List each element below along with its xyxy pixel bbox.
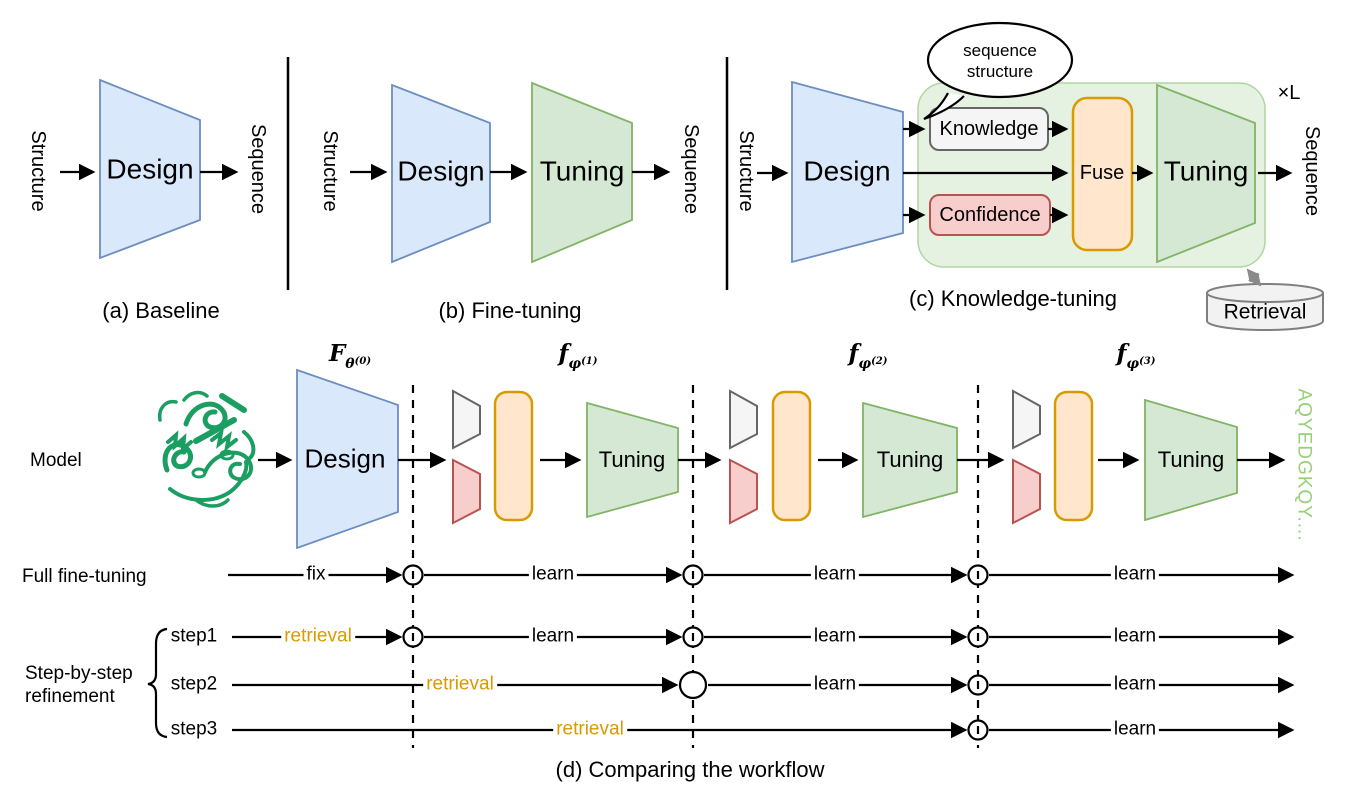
design-block-label-a: Design <box>106 153 194 185</box>
caption-c: (c) Knowledge-tuning <box>909 285 1117 311</box>
tuning-block-label-d1: Tuning <box>598 446 666 472</box>
param-sup: (0) <box>354 356 372 367</box>
param-base: f <box>558 340 569 367</box>
segment-label-learn: learn <box>810 626 860 648</box>
param-sup: (2) <box>871 356 888 367</box>
design-block-b <box>391 83 491 264</box>
knowledge-mini-block-3 <box>1012 389 1041 450</box>
segment-label-retrieval: retrieval <box>281 626 355 648</box>
design-block-label-c: Design <box>803 155 891 187</box>
confidence-box-label: Confidence <box>939 204 1041 226</box>
caption-a: (a) Baseline <box>102 297 220 323</box>
param-sub: φ <box>1126 356 1140 372</box>
repeat-count-label: ×L <box>1277 82 1301 104</box>
confidence-mini-block-3 <box>1012 458 1041 525</box>
param-label-1: fφ(1) <box>559 340 598 372</box>
param-label-2: fφ(2) <box>849 340 888 372</box>
param-label-3: fφ(3) <box>1117 340 1156 372</box>
full-finetuning-row-label: Full fine-tuning <box>22 566 147 587</box>
speech-bubble-text: sequence structure <box>963 40 1037 82</box>
tuning-block-d1 <box>586 401 679 519</box>
segment-label-learn: learn <box>1110 674 1160 696</box>
fuse-mini-block-1 <box>493 390 534 522</box>
tuning-block-label-b: Tuning <box>539 155 625 187</box>
retrieval-database-icon <box>1206 293 1324 331</box>
sequence-label-b: Sequence <box>680 123 702 215</box>
speech-bubble-line1: sequence <box>963 41 1037 60</box>
param-sup: (1) <box>581 356 598 367</box>
model-row-label: Model <box>30 450 82 471</box>
design-block-a <box>99 78 201 260</box>
knowledge-mini-block-2 <box>729 389 758 450</box>
design-block-label-b: Design <box>397 155 485 187</box>
tuning-block-label-d2: Tuning <box>876 446 944 472</box>
protein-structure-image <box>157 390 256 508</box>
step-group-label-line1: Step-by-step <box>25 663 133 684</box>
param-base: f <box>848 340 859 367</box>
design-block-c <box>791 80 904 264</box>
knowledge-mini-block-1 <box>452 389 481 450</box>
param-base: f <box>1116 340 1127 367</box>
param-sub: φ <box>568 356 582 372</box>
tuning-block-b <box>531 81 633 264</box>
step1-row-label: step1 <box>167 626 221 648</box>
segment-label-learn: learn <box>810 674 860 696</box>
tuning-block-label-c: Tuning <box>1163 155 1249 187</box>
segment-label-fix: fix <box>303 564 329 586</box>
checkpoint-ticks <box>411 571 980 734</box>
retrieval-link-arrow <box>1246 268 1262 287</box>
confidence-mini-block-1 <box>452 458 481 525</box>
checkpoint-circles <box>402 564 989 741</box>
retrieval-database-top <box>1206 283 1324 303</box>
fuse-mini-block-2 <box>771 390 812 522</box>
fuse-mini-block-3 <box>1053 390 1094 522</box>
sequence-label-c: Sequence <box>1301 125 1323 217</box>
sequence-label-a: Sequence <box>247 123 269 215</box>
segment-label-learn: learn <box>528 626 578 648</box>
step-group-brace <box>147 627 168 739</box>
speech-bubble <box>926 21 1074 99</box>
segment-label-learn: learn <box>1110 626 1160 648</box>
structure-label-b: Structure <box>319 130 341 212</box>
param-sub: φ <box>858 356 872 372</box>
speech-bubble-line2: structure <box>966 62 1034 81</box>
step2-row-label: step2 <box>167 674 221 696</box>
segment-label-learn: learn <box>1110 564 1160 586</box>
speech-bubble-tail <box>923 92 965 121</box>
confidence-mini-block-2 <box>729 458 758 525</box>
param-label-0: Fθ(0) <box>329 340 371 372</box>
param-base: F <box>328 340 346 367</box>
design-block-d <box>296 368 399 550</box>
output-sequence-text: AQYEDGKQY.... <box>1293 388 1315 542</box>
segment-label-learn: learn <box>810 564 860 586</box>
step-group-label: Step-by-step refinement <box>25 662 133 708</box>
param-sup: (3) <box>1139 356 1156 367</box>
tuning-block-label-d3: Tuning <box>1157 446 1225 472</box>
tuning-block-d3 <box>1144 398 1238 522</box>
structure-label-c: Structure <box>735 130 757 212</box>
design-block-label-d: Design <box>304 443 386 474</box>
param-sub: θ <box>345 356 355 372</box>
caption-d: (d) Comparing the workflow <box>555 756 825 782</box>
segment-label-learn: learn <box>1110 719 1160 741</box>
caption-b: (b) Fine-tuning <box>438 297 582 323</box>
segment-label-learn: learn <box>528 564 578 586</box>
step-group-label-line2: refinement <box>25 686 115 707</box>
segment-label-retrieval: retrieval <box>423 674 497 696</box>
tuning-block-d2 <box>862 401 958 519</box>
step3-row-label: step3 <box>167 719 221 741</box>
knowledge-box-label: Knowledge <box>939 118 1039 140</box>
fuse-box-label: Fuse <box>1079 162 1125 184</box>
segment-label-retrieval: retrieval <box>553 719 627 741</box>
structure-label-a: Structure <box>27 130 49 212</box>
tuning-block-c <box>1156 83 1256 264</box>
retrieval-database-label: Retrieval <box>1223 300 1307 324</box>
